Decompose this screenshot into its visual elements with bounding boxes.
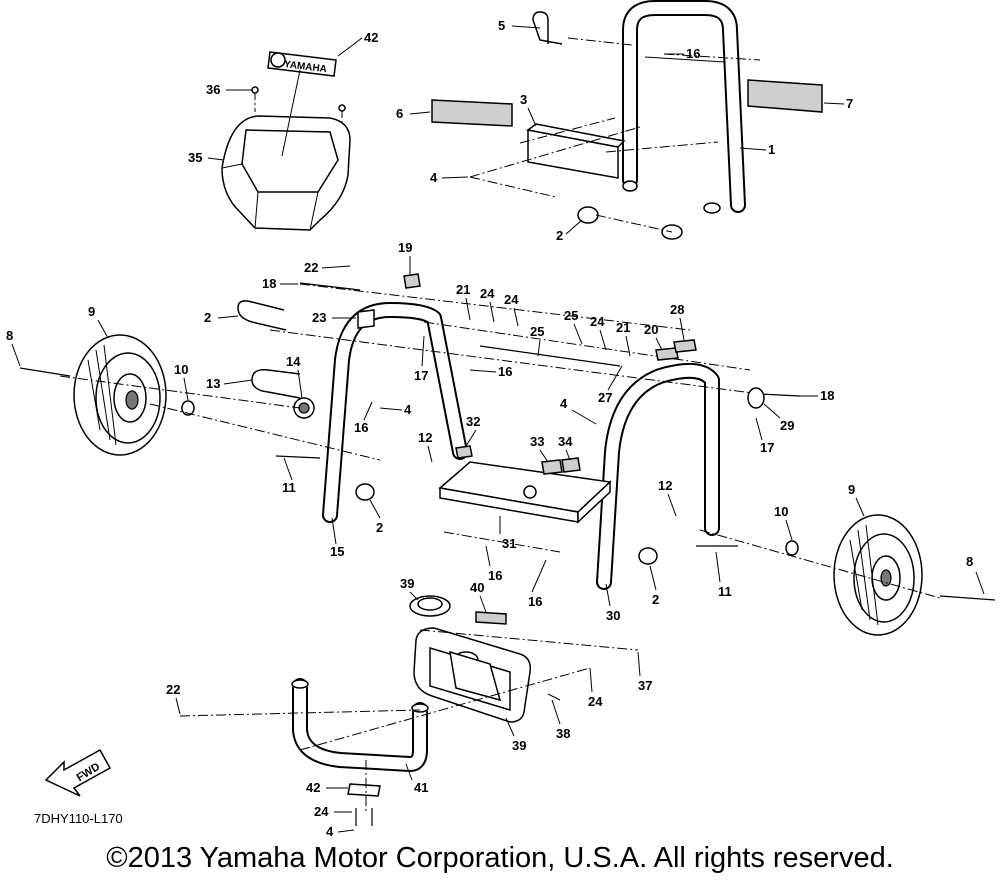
callout-label: 18 bbox=[820, 388, 834, 403]
callout-label: 33 bbox=[530, 434, 544, 449]
callout-label: 21 bbox=[616, 320, 630, 335]
callout-label: 15 bbox=[330, 544, 344, 559]
callout-label: 24 bbox=[314, 804, 329, 819]
callout-label: 16 bbox=[686, 46, 700, 61]
callout-label: 24 bbox=[504, 292, 519, 307]
callout-label: 39 bbox=[512, 738, 526, 753]
callout-label: 6 bbox=[396, 106, 403, 121]
callout-label: 23 bbox=[312, 310, 326, 325]
callout-label: 16 bbox=[488, 568, 502, 583]
callout-label: 1 bbox=[768, 142, 775, 157]
callout-label: 8 bbox=[966, 554, 973, 569]
callout-label: 4 bbox=[560, 396, 568, 411]
callout-label: 2 bbox=[652, 592, 659, 607]
callout-label: 40 bbox=[470, 580, 484, 595]
right-frame-part bbox=[596, 362, 720, 590]
callout-label: 30 bbox=[606, 608, 620, 623]
callout-label: 4 bbox=[404, 402, 412, 417]
callout-label: 20 bbox=[644, 322, 658, 337]
base-plate-part bbox=[438, 461, 612, 524]
copyright-notice: ©2013 Yamaha Motor Corporation, U.S.A. A… bbox=[106, 842, 894, 874]
callout-label: 12 bbox=[658, 478, 672, 493]
callout-label: 24 bbox=[590, 314, 605, 329]
callouts: 5 16 3 6 7 1 4 2 42 36 35 19 22 18 2 23 … bbox=[6, 18, 985, 839]
callout-label: 9 bbox=[848, 482, 855, 497]
yamaha-logo-decal: YAMAHA bbox=[267, 51, 337, 77]
callout-label: 19 bbox=[398, 240, 412, 255]
callout-label: 29 bbox=[780, 418, 794, 433]
left-wheel-part bbox=[73, 334, 167, 456]
callout-label: 10 bbox=[174, 362, 188, 377]
callout-label: 8 bbox=[6, 328, 13, 343]
callout-label: 5 bbox=[498, 18, 505, 33]
callout-label: 31 bbox=[502, 536, 516, 551]
tank-frame-part bbox=[291, 678, 429, 772]
callout-label: 28 bbox=[670, 302, 684, 317]
handle-part bbox=[622, 0, 746, 214]
callout-label: 35 bbox=[188, 150, 202, 165]
callout-label: 39 bbox=[400, 576, 414, 591]
callout-label: 11 bbox=[718, 584, 732, 599]
left-frame-part bbox=[322, 302, 468, 523]
callout-label: 7 bbox=[846, 96, 853, 111]
callout-label: 32 bbox=[466, 414, 480, 429]
callout-label: 4 bbox=[430, 170, 438, 185]
callout-label: 25 bbox=[564, 308, 578, 323]
callout-label: 17 bbox=[760, 440, 774, 455]
callout-label: 11 bbox=[282, 480, 296, 495]
callout-label: 38 bbox=[556, 726, 570, 741]
diagram-code: 7DHY110-L170 bbox=[34, 811, 123, 826]
callout-label: 16 bbox=[354, 420, 368, 435]
callout-label: 22 bbox=[304, 260, 318, 275]
callout-label: 41 bbox=[414, 780, 428, 795]
fuel-tank-part bbox=[413, 627, 532, 723]
fwd-arrow-icon: FWD bbox=[44, 748, 112, 797]
callout-label: 13 bbox=[206, 376, 220, 391]
callout-label: 24 bbox=[588, 694, 603, 709]
callout-label: 42 bbox=[306, 780, 320, 795]
cover-part bbox=[221, 115, 351, 231]
callout-label: 14 bbox=[286, 354, 301, 369]
callout-label: 16 bbox=[528, 594, 542, 609]
right-wheel-part bbox=[833, 514, 923, 636]
callout-label: 37 bbox=[638, 678, 652, 693]
callout-label: 12 bbox=[418, 430, 432, 445]
callout-label: 36 bbox=[206, 82, 220, 97]
callout-label: 4 bbox=[326, 824, 334, 839]
callout-label: 16 bbox=[498, 364, 512, 379]
callout-label: 17 bbox=[414, 368, 428, 383]
callout-label: 18 bbox=[262, 276, 276, 291]
callout-label: 2 bbox=[556, 228, 563, 243]
callout-label: 25 bbox=[530, 324, 544, 339]
callout-label: 9 bbox=[88, 304, 95, 319]
callout-label: 21 bbox=[456, 282, 470, 297]
svg-text:YAMAHA: YAMAHA bbox=[283, 59, 327, 75]
callout-label: 3 bbox=[520, 92, 527, 107]
callout-label: 10 bbox=[774, 504, 788, 519]
callout-label: 2 bbox=[204, 310, 211, 325]
callout-label: 24 bbox=[480, 286, 495, 301]
callout-label: 2 bbox=[376, 520, 383, 535]
label-plate bbox=[431, 99, 513, 127]
bracket-part bbox=[526, 123, 626, 179]
callout-label: 22 bbox=[166, 682, 180, 697]
callout-label: 42 bbox=[364, 30, 378, 45]
label-plate bbox=[747, 79, 823, 113]
callout-label: 34 bbox=[558, 434, 573, 449]
callout-label: 27 bbox=[598, 390, 612, 405]
